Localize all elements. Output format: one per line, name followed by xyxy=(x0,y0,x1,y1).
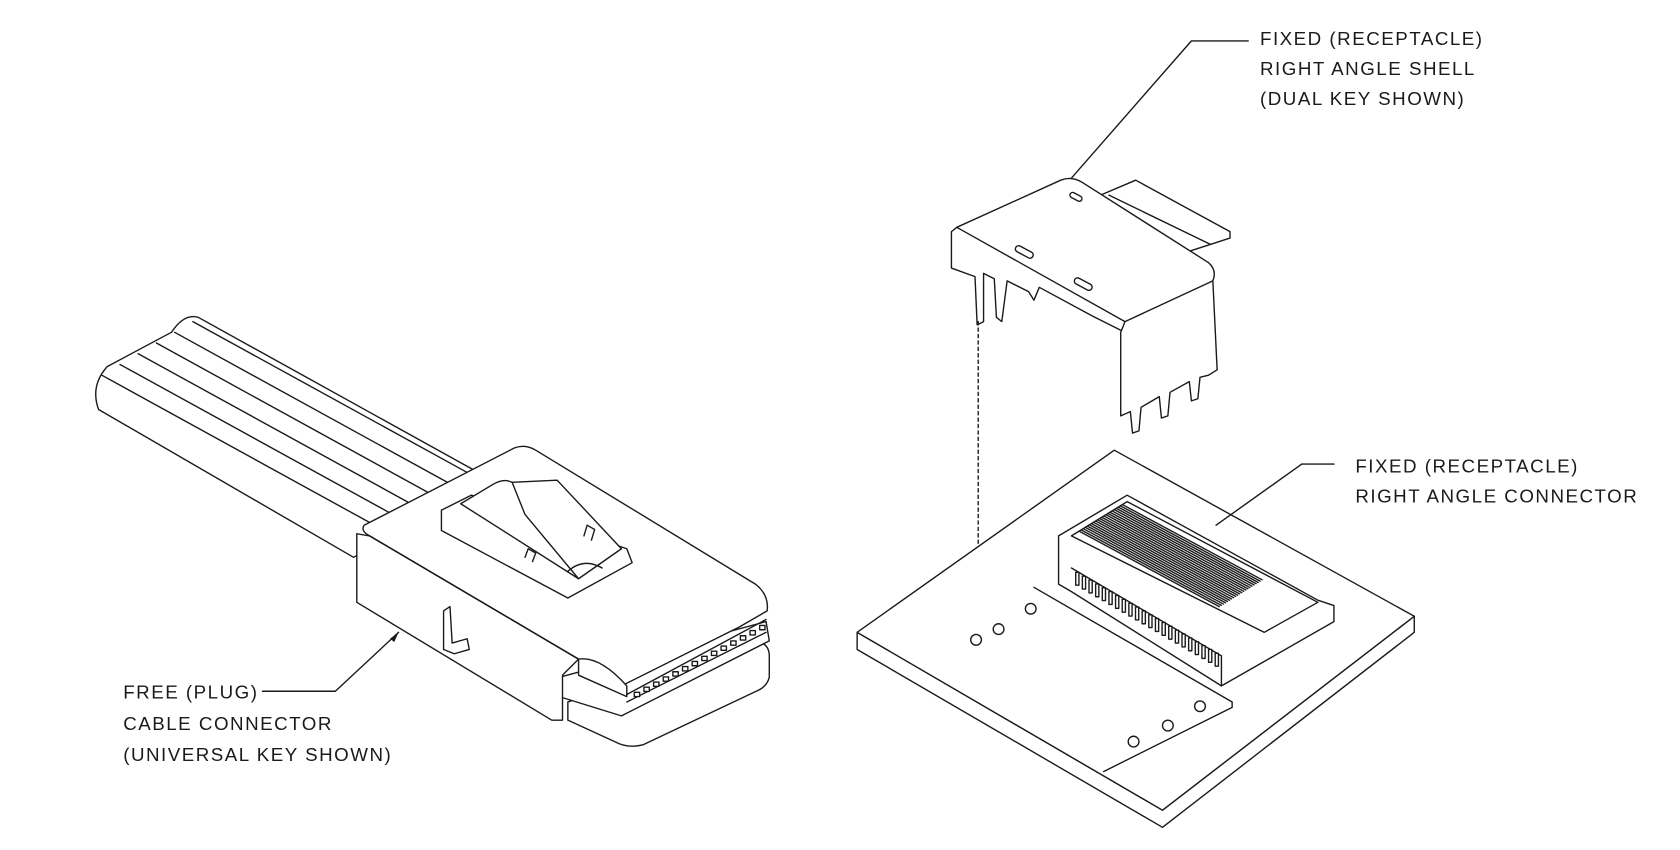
cable-strip-line xyxy=(119,363,400,519)
contact-tooth xyxy=(1148,614,1153,629)
contact-tooth xyxy=(1121,598,1127,613)
receptacle-label-line1: FIXED (RECEPTACLE) xyxy=(1355,456,1579,477)
plug-label-line3: (UNIVERSAL KEY SHOWN) xyxy=(123,744,392,765)
contact-pad xyxy=(749,629,757,636)
contact-fin xyxy=(1093,521,1235,599)
contact-fin xyxy=(1120,505,1261,582)
plug-label-line1: FREE (PLUG) xyxy=(123,682,258,703)
mounting-hole xyxy=(1127,735,1140,748)
contact-fin xyxy=(1101,516,1243,594)
contact-fin xyxy=(1105,514,1247,591)
contact-tooth xyxy=(1214,652,1220,667)
cable-strip-line xyxy=(101,374,382,530)
contact-tooth xyxy=(1207,648,1213,664)
plug-connector xyxy=(261,445,770,747)
contact-pad xyxy=(720,645,728,652)
contact-pad xyxy=(643,686,650,693)
mounting-hole xyxy=(1161,719,1174,732)
mounting-hole xyxy=(1024,602,1037,615)
contact-fin xyxy=(1091,523,1233,600)
plug-leader-line xyxy=(261,631,400,692)
plug-label-line2: CABLE CONNECTOR xyxy=(123,713,333,734)
contact-pad xyxy=(739,635,747,641)
contact-fin xyxy=(1118,506,1259,584)
contact-pad xyxy=(681,665,689,672)
cable-strip-line xyxy=(155,342,436,497)
contact-tooth xyxy=(1141,610,1147,625)
contact-fin xyxy=(1111,510,1253,587)
contact-tooth xyxy=(1154,617,1160,633)
contact-pad xyxy=(633,691,641,698)
contact-fin xyxy=(1079,530,1220,608)
contact-fin xyxy=(1095,520,1237,598)
contact-fin xyxy=(1107,513,1249,590)
contact-tooth xyxy=(1108,590,1113,606)
contact-pad xyxy=(758,624,766,631)
contact-pad xyxy=(710,650,718,657)
cable-strip-line xyxy=(173,331,454,487)
contact-fin xyxy=(1097,519,1239,596)
contact-tooth xyxy=(1088,579,1093,594)
contact-tooth xyxy=(1114,594,1120,610)
contact-pad xyxy=(691,660,699,667)
contact-fins xyxy=(1079,504,1263,608)
contact-fin xyxy=(1081,529,1223,607)
contact-tooth xyxy=(1161,621,1166,637)
receptacle-connector xyxy=(1057,463,1335,687)
cable-bundle xyxy=(95,315,478,559)
receptacle-label-line2: RIGHT ANGLE CONNECTOR xyxy=(1355,486,1638,507)
mounting-hole xyxy=(992,623,1005,636)
contact-tooth xyxy=(1174,629,1180,644)
contact-tooth xyxy=(1187,637,1193,652)
contact-fin xyxy=(1089,524,1231,601)
cable-strip-line xyxy=(192,320,473,476)
contact-tooth xyxy=(1134,606,1140,621)
contact-fin xyxy=(1109,511,1251,589)
contact-fin xyxy=(1113,509,1255,586)
contact-tooth xyxy=(1201,644,1206,660)
shell-label-line1: FIXED (RECEPTACLE) xyxy=(1260,28,1484,49)
contact-pad xyxy=(672,671,679,677)
mounting-hole xyxy=(970,633,983,646)
contact-teeth xyxy=(1075,571,1220,667)
contact-tooth xyxy=(1181,633,1186,648)
contact-fin xyxy=(1083,528,1225,605)
contact-pad xyxy=(662,676,670,682)
shell-leader-line xyxy=(1070,40,1249,179)
contact-pad xyxy=(701,655,708,662)
contact-tooth xyxy=(1194,641,1200,656)
contact-tooth xyxy=(1101,587,1107,602)
contact-tooth xyxy=(1081,575,1087,590)
contact-fin xyxy=(1103,515,1245,592)
cable-strip-line xyxy=(137,353,418,508)
contact-fin xyxy=(1085,527,1227,604)
contact-pad xyxy=(730,640,737,646)
contact-tooth xyxy=(1128,602,1133,617)
contact-pads xyxy=(633,624,766,698)
contact-fin xyxy=(1122,504,1263,581)
mounting-holes xyxy=(970,602,1207,748)
contact-pad xyxy=(652,681,660,688)
receptacle-shell xyxy=(950,40,1249,434)
mounting-hole xyxy=(1193,700,1207,713)
shell-label-line3: (DUAL KEY SHOWN) xyxy=(1260,88,1465,109)
contact-tooth xyxy=(1094,583,1100,598)
shell-label-line2: RIGHT ANGLE SHELL xyxy=(1260,58,1476,79)
contact-fin xyxy=(1116,507,1257,585)
contact-fin xyxy=(1087,525,1229,603)
contact-tooth xyxy=(1075,571,1080,586)
contact-tooth xyxy=(1168,625,1173,640)
contact-fin xyxy=(1099,518,1241,595)
